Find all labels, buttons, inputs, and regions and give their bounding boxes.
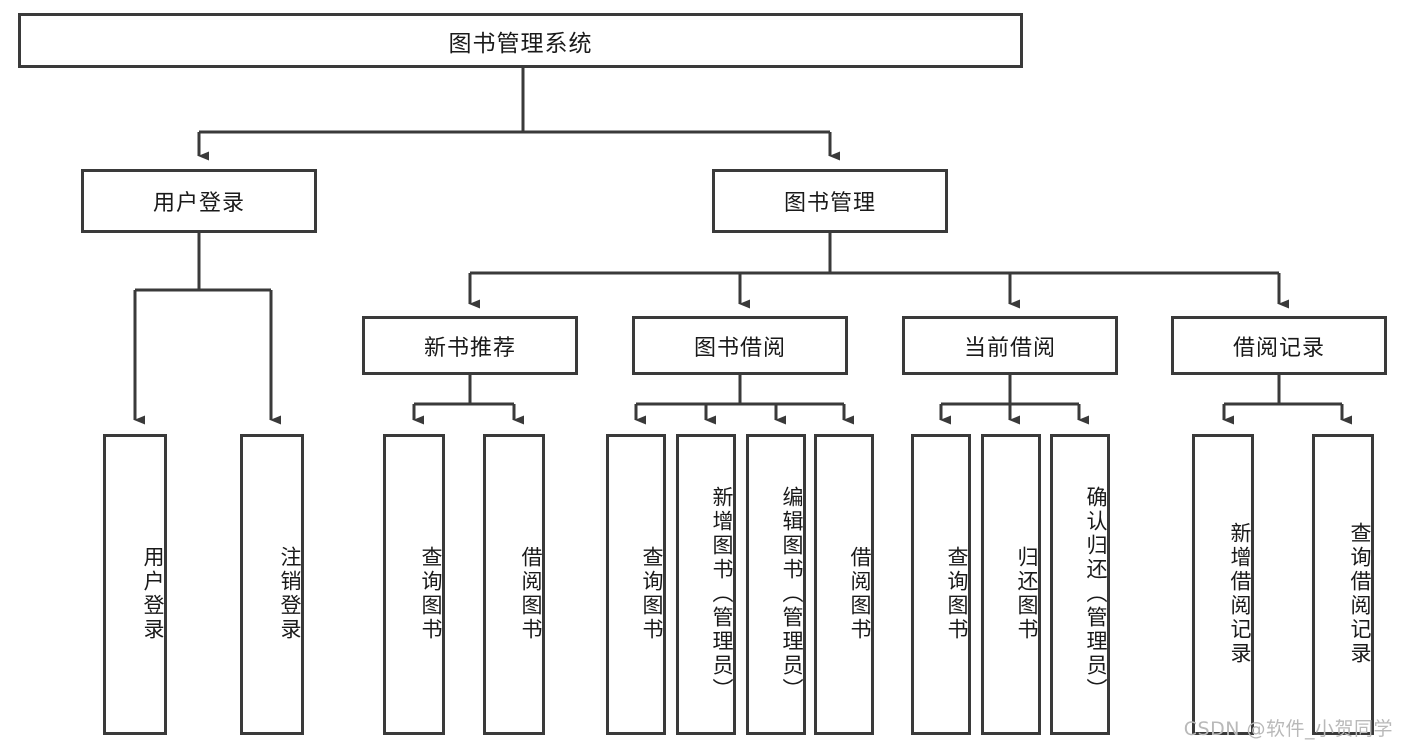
- node-label: 查询图书: [419, 545, 443, 642]
- node-label: 注销登录: [278, 545, 302, 642]
- node-label: 编辑图书（管理员）: [780, 485, 804, 702]
- node-user-login[interactable]: 用户登录: [81, 169, 317, 233]
- leaf-borrow-books-recommend[interactable]: 借阅图书: [483, 434, 545, 735]
- leaf-query-books-recommend[interactable]: 查询图书: [383, 434, 445, 735]
- node-borrow-records[interactable]: 借阅记录: [1171, 316, 1387, 375]
- watermark: CSDN @软件_小贺同学: [1183, 718, 1393, 740]
- leaf-query-books-borrow[interactable]: 查询图书: [606, 434, 666, 735]
- node-label: 图书管理: [783, 191, 876, 216]
- leaf-add-borrow-record[interactable]: 新增借阅记录: [1192, 434, 1254, 735]
- node-root-system[interactable]: 图书管理系统: [18, 13, 1023, 68]
- node-label: 当前借阅: [963, 335, 1056, 361]
- node-label: 新增借阅记录: [1228, 521, 1252, 666]
- node-label: 图书借阅: [693, 335, 786, 361]
- leaf-edit-book-admin[interactable]: 编辑图书（管理员）: [746, 434, 806, 735]
- leaf-user-login[interactable]: 用户登录: [103, 434, 167, 735]
- leaf-query-borrow-record[interactable]: 查询借阅记录: [1312, 434, 1374, 735]
- node-label: 查询借阅记录: [1348, 521, 1372, 666]
- leaf-user-logout[interactable]: 注销登录: [240, 434, 304, 735]
- node-label: 借阅记录: [1232, 335, 1325, 361]
- node-label: 查询图书: [640, 545, 664, 642]
- node-book-borrow[interactable]: 图书借阅: [632, 316, 848, 375]
- node-label: 用户登录: [152, 191, 245, 216]
- node-current-borrow[interactable]: 当前借阅: [902, 316, 1118, 375]
- node-label: 借阅图书: [848, 545, 872, 642]
- node-label: 用户登录: [141, 545, 165, 642]
- node-label: 确认归还（管理员）: [1084, 485, 1108, 702]
- node-book-management[interactable]: 图书管理: [712, 169, 948, 233]
- node-new-book-recommend[interactable]: 新书推荐: [362, 316, 578, 375]
- leaf-add-book-admin[interactable]: 新增图书（管理员）: [676, 434, 736, 735]
- node-label: 新增图书（管理员）: [710, 485, 734, 702]
- node-label: 借阅图书: [519, 545, 543, 642]
- leaf-borrow-books[interactable]: 借阅图书: [814, 434, 874, 735]
- leaf-query-books-current[interactable]: 查询图书: [911, 434, 971, 735]
- node-label: 图书管理系统: [448, 30, 593, 57]
- leaf-return-books[interactable]: 归还图书: [981, 434, 1041, 735]
- node-label: 查询图书: [945, 545, 969, 642]
- leaf-confirm-return-admin[interactable]: 确认归还（管理员）: [1050, 434, 1110, 735]
- node-label: 新书推荐: [423, 335, 516, 361]
- node-label: 归还图书: [1015, 545, 1039, 642]
